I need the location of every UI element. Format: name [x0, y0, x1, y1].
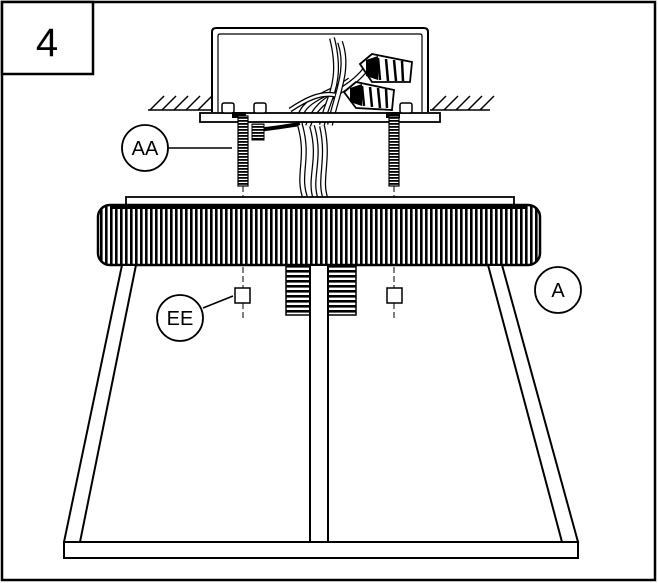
- wire-nut: [358, 53, 413, 83]
- ceiling-surface: [148, 95, 495, 111]
- ground-wire: [251, 122, 301, 141]
- callout-ee-label: EE: [167, 308, 194, 330]
- callout-aa-label: AA: [132, 138, 159, 160]
- step-number-box: 4: [0, 0, 95, 76]
- mounting-screw: [237, 115, 249, 187]
- step-number: 4: [36, 21, 58, 65]
- callout-a: A: [534, 266, 582, 314]
- callout-aa: AA: [121, 124, 232, 172]
- callout-a-label: A: [551, 280, 565, 302]
- screw-cover: [234, 287, 403, 304]
- fixture-wires: [297, 124, 329, 202]
- mounting-bracket: [199, 102, 441, 123]
- fixture-frame: [62, 264, 580, 559]
- callout-ee: EE: [156, 294, 234, 342]
- fixture-canopy: [96, 196, 542, 267]
- wire-nut: [342, 81, 395, 111]
- mounting-screw: [388, 115, 400, 187]
